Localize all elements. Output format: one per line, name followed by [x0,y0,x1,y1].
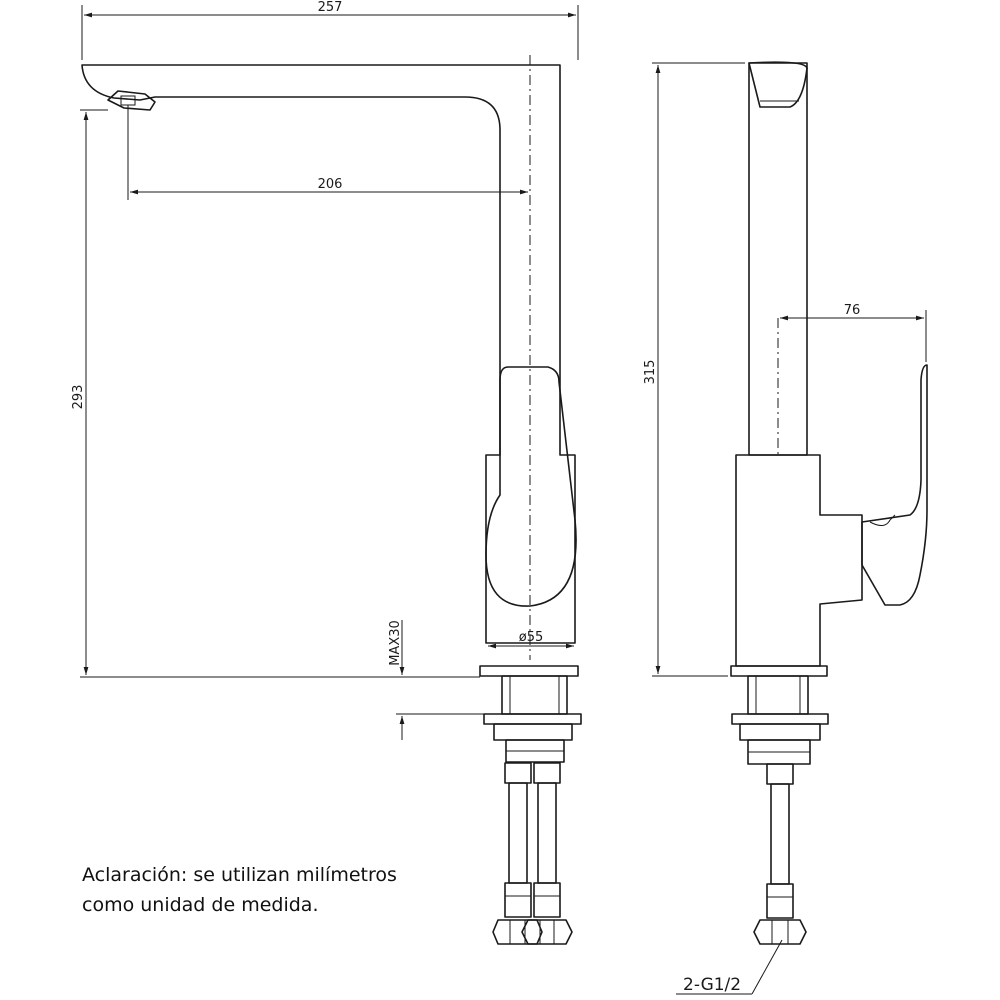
dim-spout-reach: 206 [127,105,528,200]
dim-max30-label: MAX30 [388,620,403,666]
hose-right [521,762,573,945]
base-plate [479,665,579,677]
lever-handle [485,366,577,607]
dim-overall-width: 257 [81,0,579,60]
units-note: Aclaración: se utilizan milímetros como … [82,860,397,920]
connection-callout: 2-G1/2 [676,939,783,995]
spout-outline [81,64,576,644]
dim-293-label: 293 [71,385,86,410]
side-body [735,454,863,667]
dim-55-label: ø55 [519,630,544,645]
dim-overall-height: 315 [643,62,745,677]
front-view: 257 206 293 ø55 MAX30 [71,0,582,945]
side-view: 315 76 2-G1/2 [643,61,928,995]
dim-lever-depth: 76 [780,303,927,362]
side-hose [753,763,807,945]
aerator [107,90,156,111]
dim-206-label: 206 [318,177,343,192]
side-base-plate [730,665,828,677]
dim-76-label: 76 [844,303,861,318]
units-note-line-2: como unidad de medida. [82,894,319,916]
side-spout-tube [748,62,808,456]
side-lever [861,364,928,606]
dim-257-label: 257 [318,0,343,15]
dim-spout-height: 293 [71,109,480,678]
hose-left [492,762,543,945]
dim-max-thickness: MAX30 [388,620,484,740]
dim-315-label: 315 [643,360,658,385]
mounting-washer [483,713,582,725]
dim-base-diameter: ø55 [488,630,574,649]
dim-connection-label: 2-G1/2 [683,975,741,995]
units-note-line-1: Aclaración: se utilizan milímetros [82,864,397,886]
